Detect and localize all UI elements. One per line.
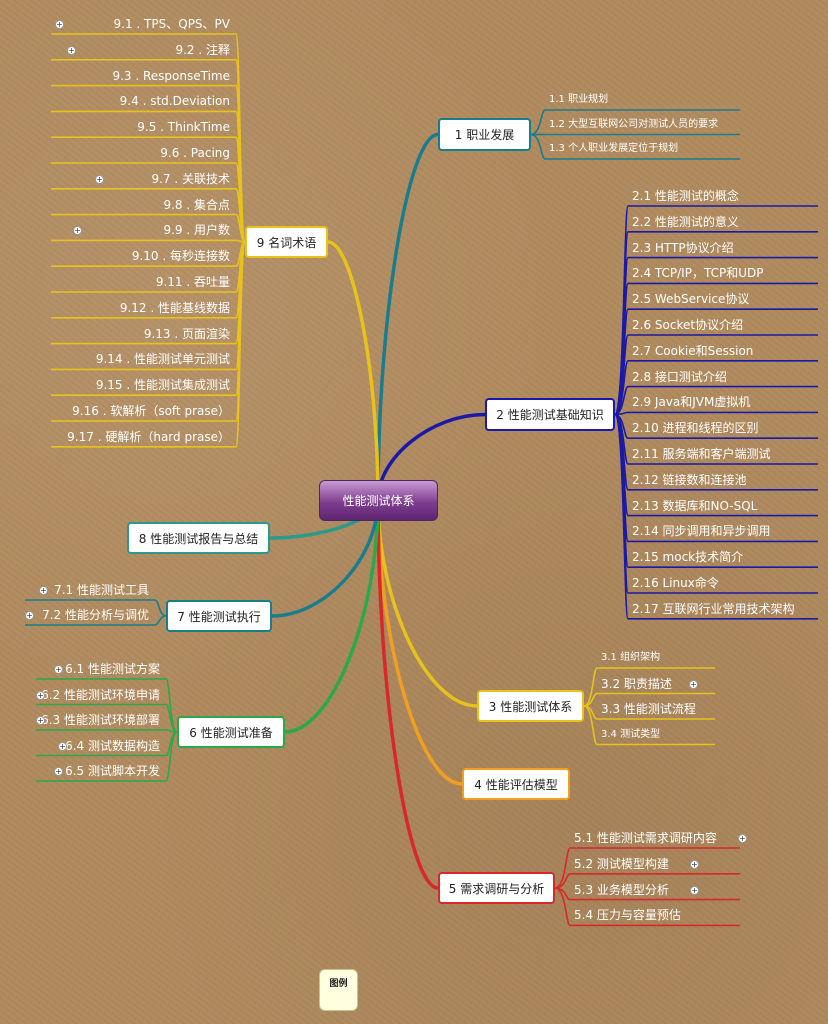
b5-sub-connector xyxy=(554,887,571,927)
central-topic[interactable]: 性能测试体系 xyxy=(319,480,438,521)
expand-icon[interactable]: + xyxy=(690,859,699,869)
b1-subtopic[interactable]: 1.1 职业规划 xyxy=(549,94,609,105)
b9-sub-connector xyxy=(235,241,246,448)
b2-subtopic[interactable]: 2.9 Java和JVM虚拟机 xyxy=(632,395,751,410)
expand-icon[interactable]: + xyxy=(95,174,104,184)
b3-branch-curve xyxy=(376,499,478,708)
b9-subtopic[interactable]: 9.11 . 吞吐量 xyxy=(155,275,230,289)
b2-subtopic[interactable]: 2.6 Socket协议介绍 xyxy=(632,318,744,332)
b1-sub-connector xyxy=(530,133,546,160)
b2-subtopic[interactable]: 2.5 WebService协议 xyxy=(632,292,750,307)
b1-branch-curve xyxy=(376,132,439,501)
b5-subtopic[interactable]: 5.4 压力与容量预估 xyxy=(574,908,681,923)
b2-subtopic[interactable]: 2.16 Linux命令 xyxy=(632,576,719,590)
b9-subtopic[interactable]: 9.9 . 用户数 xyxy=(163,223,230,238)
expand-icon[interactable]: + xyxy=(689,679,698,689)
b2-subtopic[interactable]: 2.10 进程和线程的区别 xyxy=(632,421,759,436)
b2-subtopic[interactable]: 2.12 链接数和连接池 xyxy=(632,472,747,487)
b1-topic[interactable]: 1 职业发展 xyxy=(438,118,531,151)
b6-subtopic[interactable]: 6.2 性能测试环境申请 xyxy=(41,687,160,702)
expand-icon[interactable]: + xyxy=(39,586,48,595)
expand-icon[interactable]: + xyxy=(690,885,699,895)
b3-sub-connector xyxy=(583,667,598,707)
b9-subtopic[interactable]: 9.8 . 集合点 xyxy=(163,197,230,212)
b2-subtopic[interactable]: 2.8 接口测试介绍 xyxy=(632,369,727,384)
b3-subtopic[interactable]: 3.3 性能测试流程 xyxy=(601,702,696,716)
b9-subtopic[interactable]: 9.16 . 软解析（soft prase） xyxy=(72,404,230,418)
b1-sub-connector xyxy=(530,109,546,136)
b2-subtopic[interactable]: 2.14 同步调用和异步调用 xyxy=(632,524,771,539)
expand-icon[interactable]: + xyxy=(67,45,76,55)
b7-subtopic[interactable]: 7.1 性能测试工具 xyxy=(54,583,149,597)
b5-subtopic[interactable]: 5.1 性能测试需求调研内容 xyxy=(574,831,717,845)
b3-subtopic[interactable]: 3.1 组织架构 xyxy=(601,652,661,663)
expand-icon[interactable]: + xyxy=(58,741,67,751)
b6-subtopic[interactable]: 6.1 性能测试方案 xyxy=(65,662,160,676)
b2-sub-connector xyxy=(614,413,629,620)
expand-icon[interactable]: + xyxy=(738,834,747,843)
b9-subtopic[interactable]: 9.4 . std.Deviation xyxy=(119,94,230,109)
b7-sub-connector xyxy=(154,599,167,617)
b2-subtopic[interactable]: 2.11 服务端和客户端测试 xyxy=(632,447,771,461)
b7-sub-connector xyxy=(154,615,167,626)
b9-subtopic[interactable]: 9.6 . Pacing xyxy=(160,146,230,160)
b3-topic[interactable]: 3 性能测试体系 xyxy=(477,690,584,722)
b9-subtopic[interactable]: 9.1 . TPS、QPS、PV xyxy=(113,17,230,31)
b1-subtopic[interactable]: 1.3 个人职业发展定位于规划 xyxy=(549,143,679,154)
b5-topic[interactable]: 5 需求调研与分析 xyxy=(438,872,555,904)
b2-subtopic[interactable]: 2.4 TCP/IP，TCP和UDP xyxy=(632,266,764,281)
b5-branch-curve xyxy=(376,499,439,890)
b4-branch-curve xyxy=(376,499,463,786)
legend-box[interactable]: 图例 xyxy=(319,969,358,1011)
b7-subtopic[interactable]: 7.2 性能分析与调优 xyxy=(42,608,149,622)
b1-subtopic[interactable]: 1.2 大型互联网公司对测试人员的要求 xyxy=(549,118,719,130)
b3-subtopic[interactable]: 3.2 职责描述 xyxy=(601,676,672,691)
b5-subtopic[interactable]: 5.2 测试模型构建 xyxy=(574,856,669,871)
b3-sub-connector xyxy=(583,705,598,746)
expand-icon[interactable]: + xyxy=(36,690,45,700)
b9-subtopic[interactable]: 9.17 . 硬解析（hard prase） xyxy=(67,429,230,444)
b5-sub-connector xyxy=(554,847,571,889)
b5-subtopic[interactable]: 5.3 业务模型分析 xyxy=(574,882,669,897)
b2-subtopic[interactable]: 2.13 数据库和NO-SQL xyxy=(632,498,758,513)
b9-subtopic[interactable]: 9.10 . 每秒连接数 xyxy=(131,249,230,264)
b2-subtopic[interactable]: 2.15 mock技术简介 xyxy=(632,550,744,565)
b9-subtopic[interactable]: 9.3 . ResponseTime xyxy=(112,68,230,83)
b6-branch-curve xyxy=(284,499,380,734)
expand-icon[interactable]: + xyxy=(54,665,63,674)
expand-icon[interactable]: + xyxy=(25,611,34,620)
b9-subtopic[interactable]: 9.12 . 性能基线数据 xyxy=(119,300,230,315)
b6-subtopic[interactable]: 6.5 测试脚本开发 xyxy=(65,764,160,778)
b6-subtopic[interactable]: 6.3 性能测试环境部署 xyxy=(41,713,160,727)
b9-subtopic[interactable]: 9.14 . 性能测试单元测试 xyxy=(95,352,230,367)
b9-subtopic[interactable]: 9.7 . 关联技术 xyxy=(151,171,230,186)
b6-sub-connector xyxy=(165,731,178,782)
b9-subtopic[interactable]: 9.2 . 注释 xyxy=(175,42,230,57)
b7-topic[interactable]: 7 性能测试执行 xyxy=(166,600,272,632)
b2-subtopic[interactable]: 2.7 Cookie和Session xyxy=(632,343,754,358)
b2-subtopic[interactable]: 2.3 HTTP协议介绍 xyxy=(632,240,734,255)
expand-icon[interactable]: + xyxy=(73,226,82,236)
expand-icon[interactable]: + xyxy=(55,20,64,29)
b3-subtopic[interactable]: 3.4 测试类型 xyxy=(601,728,661,740)
b9-subtopic[interactable]: 9.15 . 性能测试集成测试 xyxy=(95,378,230,393)
b6-topic[interactable]: 6 性能测试准备 xyxy=(177,716,285,748)
b9-subtopic[interactable]: 9.5 . ThinkTime xyxy=(137,120,230,135)
b8-topic[interactable]: 8 性能测试报告与总结 xyxy=(127,522,270,554)
b9-subtopic[interactable]: 9.13 . 页面渲染 xyxy=(143,326,230,341)
b9-branch-curve xyxy=(327,240,380,501)
b2-subtopic[interactable]: 2.2 性能测试的意义 xyxy=(632,214,739,229)
b2-subtopic[interactable]: 2.1 性能测试的概念 xyxy=(632,189,739,203)
expand-icon[interactable]: + xyxy=(36,716,45,725)
b6-subtopic[interactable]: 6.4 测试数据构造 xyxy=(65,738,160,753)
b2-topic[interactable]: 2 性能测试基础知识 xyxy=(485,398,615,431)
b9-topic[interactable]: 9 名词术语 xyxy=(245,226,328,258)
b2-subtopic[interactable]: 2.17 互联网行业常用技术架构 xyxy=(632,601,795,616)
b4-topic[interactable]: 4 性能评估模型 xyxy=(462,768,570,800)
expand-icon[interactable]: + xyxy=(54,767,63,776)
